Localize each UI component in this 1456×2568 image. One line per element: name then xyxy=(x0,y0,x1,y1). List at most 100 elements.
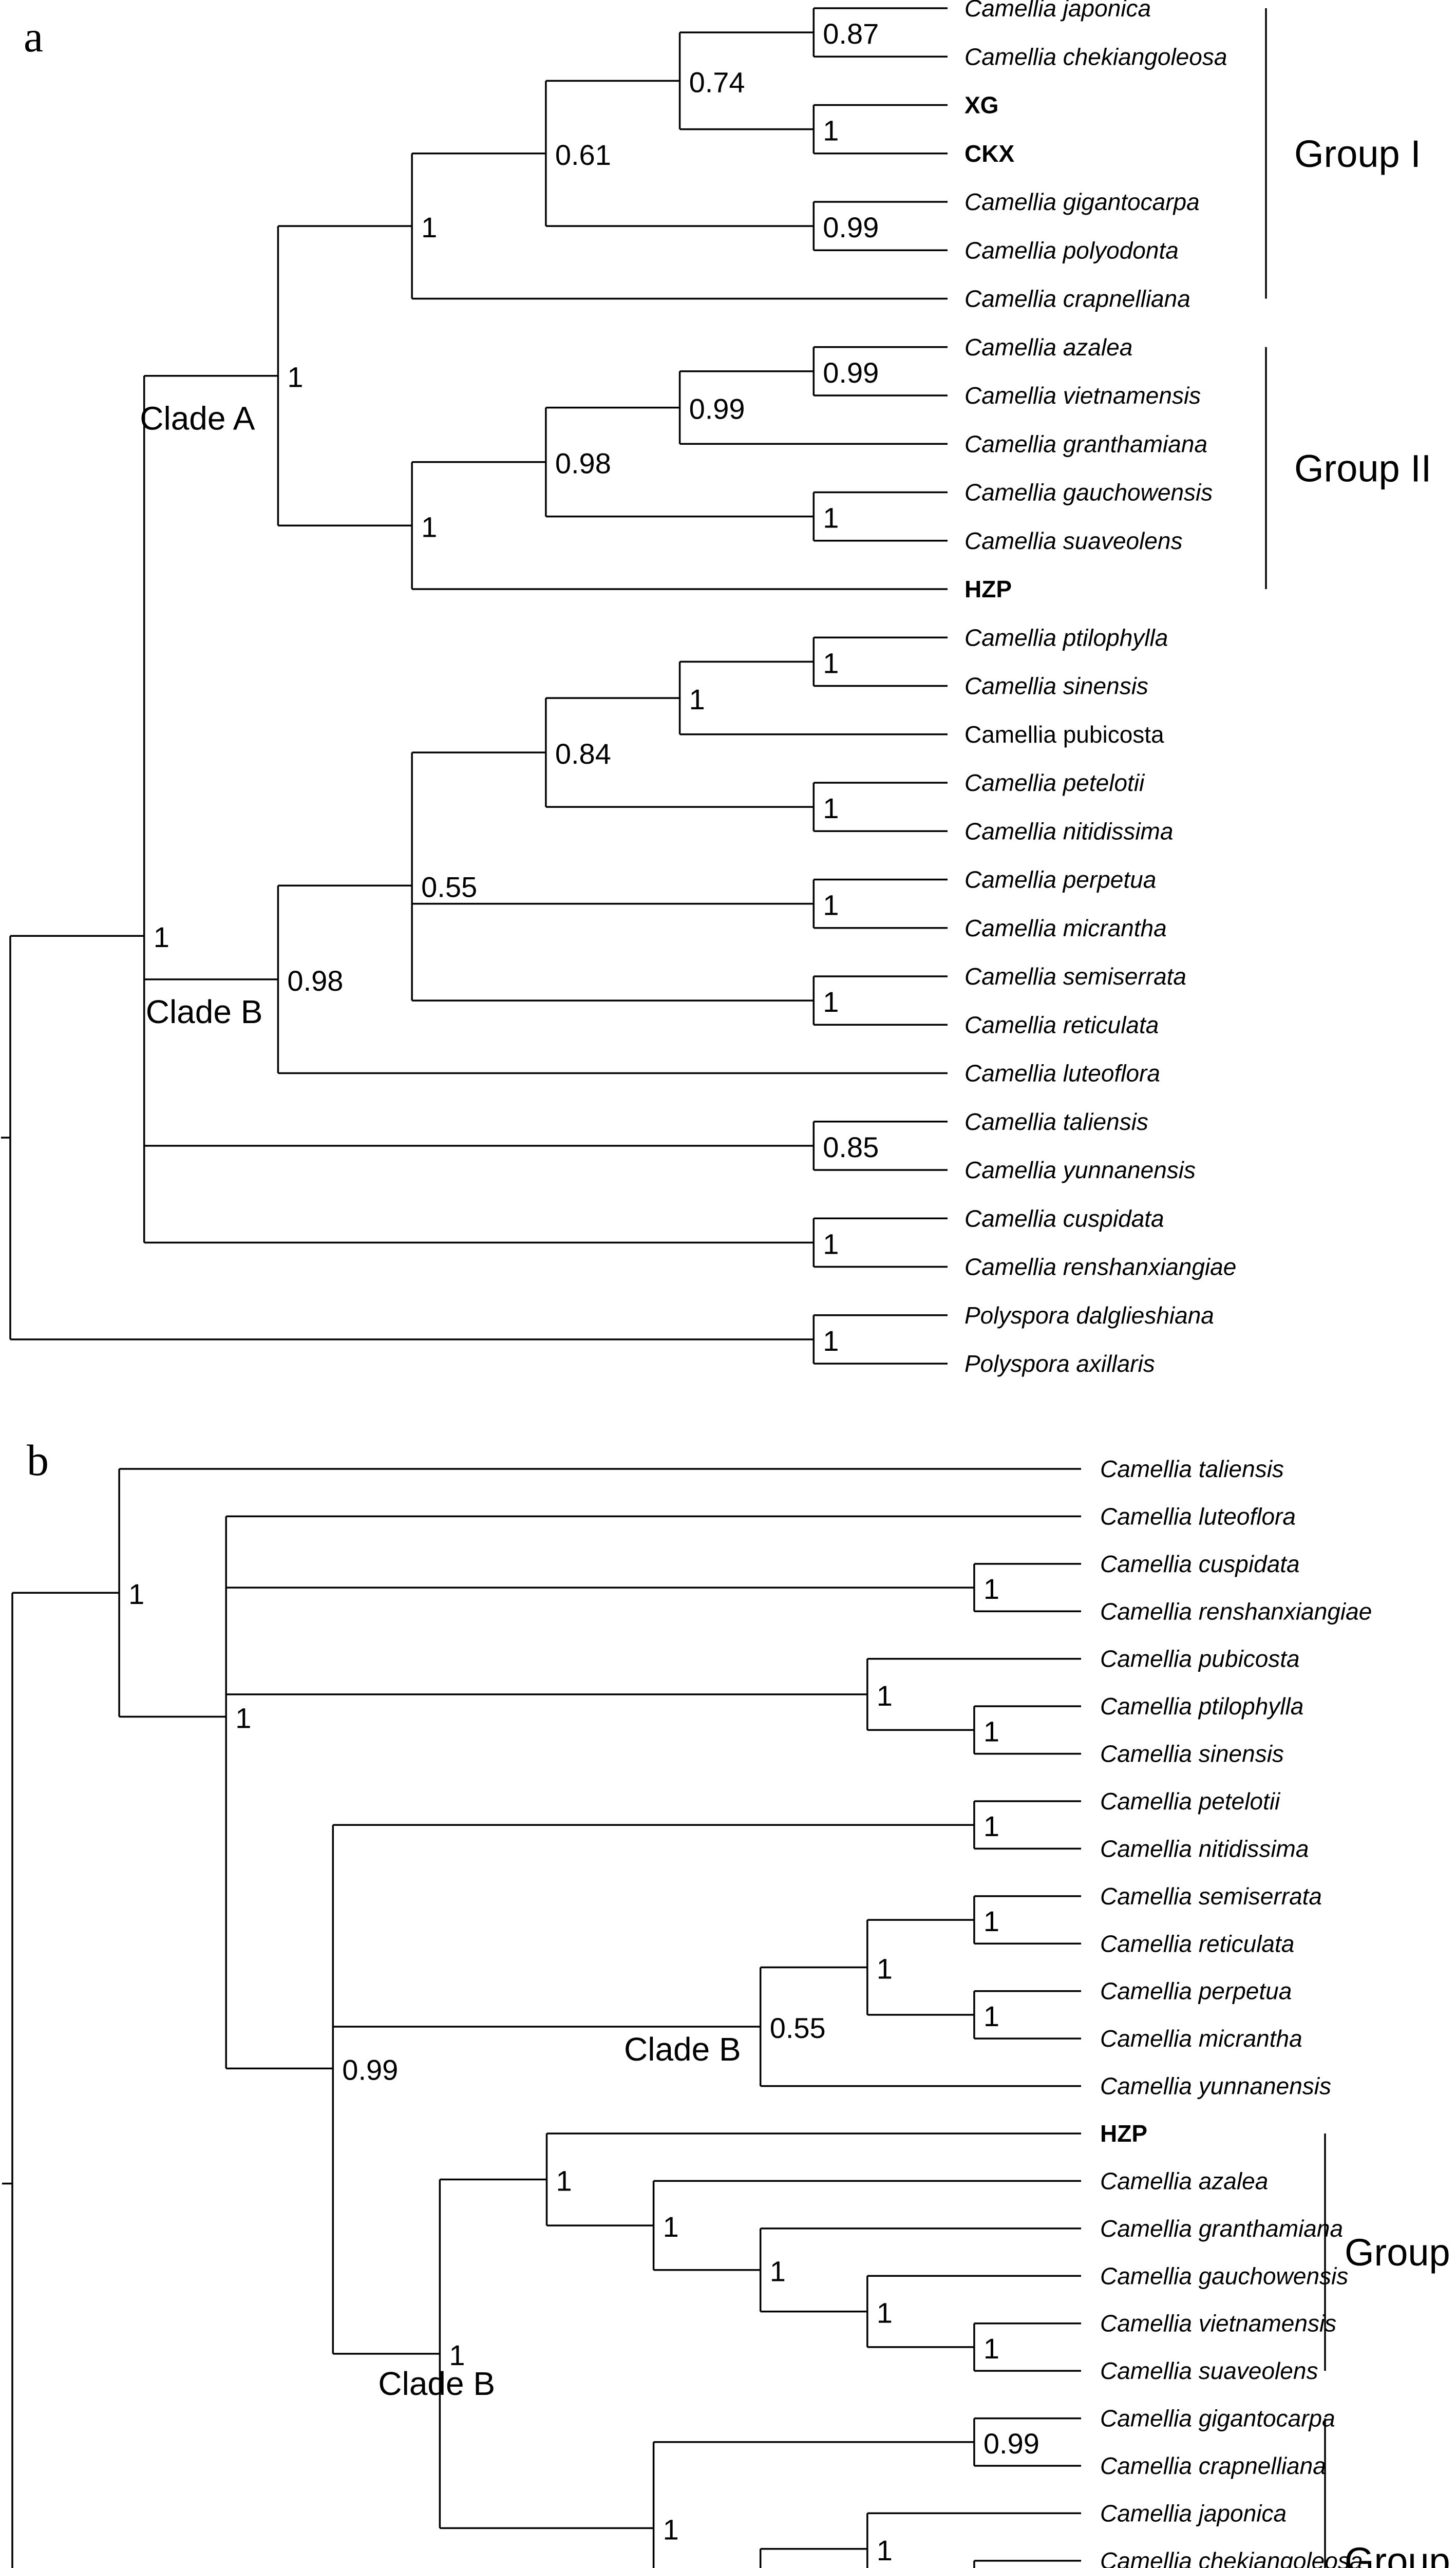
taxon-label: Camellia polyodonta xyxy=(965,237,1179,263)
taxon-label: Camellia azalea xyxy=(965,334,1132,361)
support-value: 1 xyxy=(823,889,839,921)
support-value: 1 xyxy=(823,502,839,534)
support-value: 1 xyxy=(823,986,839,1018)
clade-label: Clade B xyxy=(378,2365,495,2402)
clade-label: Clade A xyxy=(140,400,255,437)
taxon-label: Camellia nitidissima xyxy=(965,818,1173,844)
support-value: 1 xyxy=(984,1905,999,1937)
support-value: 1 xyxy=(984,2000,999,2032)
support-value: 0.99 xyxy=(823,211,879,243)
taxon-label: Camellia crapnelliana xyxy=(1100,2452,1326,2479)
taxon-label: Polyspora dalglieshiana xyxy=(965,1302,1214,1329)
support-value: 1 xyxy=(823,792,839,824)
support-value: 1 xyxy=(287,361,303,393)
support-value: 0.84 xyxy=(555,738,611,770)
taxon-label: Camellia suaveolens xyxy=(965,527,1182,554)
support-value: 0.98 xyxy=(555,447,611,480)
taxon-label: Camellia pubicosta xyxy=(965,721,1164,748)
support-value: 1 xyxy=(877,2297,893,2329)
group-label: Group II xyxy=(1345,2231,1456,2274)
taxon-label: Camellia taliensis xyxy=(1100,1456,1284,1482)
taxon-label: Camellia sinensis xyxy=(1100,1741,1284,1767)
taxon-label: Camellia chekiangoleosa xyxy=(965,43,1227,70)
support-value: 1 xyxy=(823,115,839,147)
taxon-label: Camellia ptilophylla xyxy=(965,624,1168,651)
support-value: 1 xyxy=(877,1953,893,1985)
support-value: 1 xyxy=(823,647,839,679)
taxon-label: Camellia petelotii xyxy=(1100,1788,1281,1815)
taxon-label: Camellia reticulata xyxy=(1100,1930,1294,1957)
taxon-label: Camellia cuspidata xyxy=(1100,1551,1300,1577)
taxon-label: Camellia micrantha xyxy=(965,915,1167,941)
taxon-label: Camellia japonica xyxy=(1100,2500,1287,2526)
taxon-label: Camellia crapnelliana xyxy=(965,286,1190,312)
taxon-label: HZP xyxy=(1100,2120,1147,2147)
taxon-label: CKX xyxy=(965,140,1014,167)
support-value: 1 xyxy=(984,2332,999,2365)
taxon-label: Camellia semiserrata xyxy=(1100,1883,1322,1910)
taxon-label: Camellia gigantocarpa xyxy=(1100,2405,1335,2432)
support-value: 1 xyxy=(984,1715,999,1747)
support-value: 1 xyxy=(421,511,437,543)
taxon-label: Camellia gauchowensis xyxy=(1100,2262,1348,2289)
taxon-label: XG xyxy=(965,92,998,119)
taxon-label: Camellia renshanxiangiae xyxy=(1100,1598,1372,1625)
taxon-label: Camellia gauchowensis xyxy=(965,479,1213,506)
support-value: 1 xyxy=(877,2534,893,2566)
support-value: 1 xyxy=(984,1810,999,1842)
support-value: 1 xyxy=(823,1228,839,1260)
support-value: 0.87 xyxy=(823,17,879,50)
group-label: Group I xyxy=(1294,133,1421,175)
taxon-label: Camellia luteoflora xyxy=(965,1060,1160,1087)
support-value: 0.85 xyxy=(823,1131,879,1163)
support-value: 1 xyxy=(663,2513,679,2545)
support-value: 0.99 xyxy=(984,2427,1039,2460)
panel-letter-a: a xyxy=(24,12,43,61)
support-value: 0.99 xyxy=(342,2053,398,2086)
support-value: 1 xyxy=(984,1573,999,1605)
taxon-label: Camellia nitidissima xyxy=(1100,1835,1309,1862)
taxon-label: Camellia sinensis xyxy=(965,673,1148,700)
taxon-label: Camellia micrantha xyxy=(1100,2025,1302,2052)
support-value: 1 xyxy=(689,683,705,715)
taxon-label: Polyspora axillaris xyxy=(965,1350,1155,1377)
taxon-label: Camellia perpetua xyxy=(965,866,1156,893)
support-value: 1 xyxy=(421,211,437,243)
taxon-label: HZP xyxy=(965,576,1012,602)
support-value: 0.61 xyxy=(555,139,611,171)
support-value: 1 xyxy=(556,2165,572,2197)
taxon-label: Camellia perpetua xyxy=(1100,1978,1292,2005)
taxon-label: Camellia ptilophylla xyxy=(1100,1693,1303,1720)
group-label: Group II xyxy=(1294,447,1431,489)
taxon-label: Camellia pubicosta xyxy=(1100,1646,1300,1672)
support-value: 0.74 xyxy=(689,66,745,98)
taxon-label: Camellia cuspidata xyxy=(965,1205,1164,1232)
taxon-label: Camellia reticulata xyxy=(965,1011,1159,1038)
panel-letter-b: b xyxy=(27,1436,49,1485)
taxon-label: Camellia taliensis xyxy=(965,1108,1148,1135)
taxon-label: Camellia gigantocarpa xyxy=(965,188,1200,215)
support-value: 0.99 xyxy=(689,393,745,425)
taxon-label: Camellia granthamiana xyxy=(965,430,1207,457)
support-value: 1 xyxy=(770,2255,786,2288)
group-label: Group I xyxy=(1345,2540,1456,2568)
clade-label: Clade B xyxy=(146,993,263,1030)
taxon-label: Camellia granthamiana xyxy=(1100,2215,1343,2242)
taxon-label: Camellia azalea xyxy=(1100,2167,1268,2194)
taxon-label: Camellia chekiangoleosa xyxy=(1100,2547,1363,2568)
support-value: 0.98 xyxy=(287,965,343,997)
support-value: 0.55 xyxy=(770,2012,826,2044)
taxon-label: Camellia suaveolens xyxy=(1100,2357,1318,2384)
taxon-label: Camellia petelotii xyxy=(965,769,1145,796)
taxon-label: Camellia yunnanensis xyxy=(1100,2073,1331,2100)
taxon-label: Camellia semiserrata xyxy=(965,963,1186,990)
taxon-label: Camellia renshanxiangiae xyxy=(965,1254,1236,1280)
support-value: 1 xyxy=(877,1679,893,1712)
support-value: 1 xyxy=(823,1325,839,1357)
clade-label: Clade B xyxy=(624,2031,741,2068)
